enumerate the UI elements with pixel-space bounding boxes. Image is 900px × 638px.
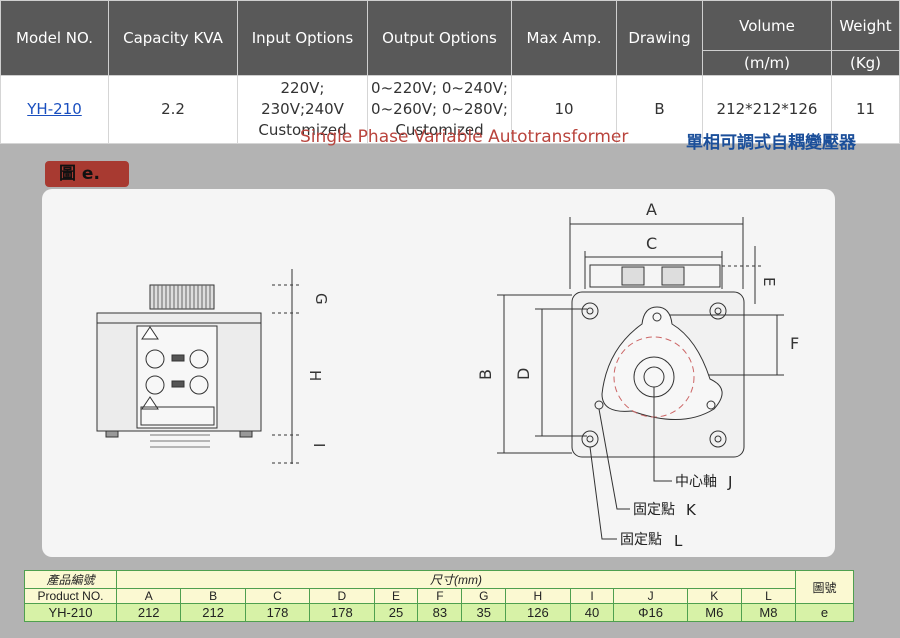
label-f: F bbox=[790, 334, 799, 353]
output-line: 0~220V; 0~240V; bbox=[371, 79, 508, 97]
label-h: H bbox=[306, 370, 324, 381]
figure-cell: e bbox=[795, 603, 854, 622]
dim-value: M6 bbox=[686, 603, 742, 622]
label-k: K bbox=[686, 501, 697, 519]
product-cell: YH-210 bbox=[24, 603, 117, 622]
header-input: Input Options bbox=[237, 0, 368, 76]
spec-table: Model NO. Capacity KVA Input Options Out… bbox=[0, 0, 900, 144]
drawing-svg: G H I bbox=[96, 200, 799, 550]
dim-value: 212 bbox=[115, 603, 182, 622]
callout-fix-point-k: 固定點 bbox=[633, 502, 675, 518]
label-d: D bbox=[514, 368, 533, 380]
dim-col-head: D bbox=[309, 588, 375, 604]
model-link[interactable]: YH-210 bbox=[27, 100, 82, 118]
dim-value: 178 bbox=[309, 603, 375, 622]
header-capacity: Capacity KVA bbox=[108, 0, 238, 76]
capacity-cell: 2.2 bbox=[108, 75, 238, 144]
header-weight-unit: (Kg) bbox=[831, 50, 900, 76]
header-weight: Weight bbox=[831, 0, 900, 51]
table-row: YH-210 212 212 178 178 25 83 35 126 40 Φ… bbox=[24, 603, 854, 622]
fig-head: 圖號 bbox=[795, 570, 854, 604]
output-line: 0~260V; 0~280V; bbox=[371, 100, 508, 118]
label-j: J bbox=[727, 473, 732, 491]
dim-col-head: C bbox=[244, 588, 311, 604]
label-g: G bbox=[312, 293, 330, 305]
dim-value: 40 bbox=[569, 603, 615, 622]
input-line: 230V;240V bbox=[261, 100, 344, 118]
callout-center-shaft: 中心軸 bbox=[675, 474, 717, 490]
size-head: 尺寸(mm) bbox=[116, 570, 796, 589]
dim-col-head: G bbox=[461, 588, 507, 604]
dim-value: 126 bbox=[505, 603, 571, 622]
header-model: Model NO. bbox=[0, 0, 109, 76]
header-volume: Volume bbox=[702, 0, 832, 51]
dim-col-head: I bbox=[569, 588, 615, 604]
chinese-title: 單相可調式自耦變壓器 bbox=[686, 133, 856, 153]
dim-value: 212 bbox=[180, 603, 246, 622]
weight-cell: 11 bbox=[831, 75, 900, 144]
dim-col-head: L bbox=[740, 588, 797, 604]
label-i: I bbox=[310, 443, 328, 447]
col-head-product-zh: 產品編號 bbox=[24, 570, 117, 589]
header-volume-unit: (m/m) bbox=[702, 50, 832, 76]
dim-col-head: F bbox=[417, 588, 463, 604]
label-a: A bbox=[646, 200, 657, 219]
label-c: C bbox=[646, 234, 657, 253]
header-max-amp: Max Amp. bbox=[511, 0, 617, 76]
dim-col-head: B bbox=[180, 588, 246, 604]
dim-col-head: K bbox=[686, 588, 742, 604]
top-view bbox=[497, 217, 784, 540]
output-line: Customized bbox=[395, 121, 484, 139]
english-title: Single Phase Variable Autotransformer bbox=[300, 127, 629, 147]
front-view bbox=[96, 269, 302, 464]
input-line: Customized bbox=[258, 121, 347, 139]
dim-value: Φ16 bbox=[613, 603, 688, 622]
dim-value: 25 bbox=[373, 603, 419, 622]
dim-col-head: A bbox=[115, 588, 182, 604]
technical-drawing: G H I bbox=[42, 189, 835, 557]
header-output: Output Options bbox=[367, 0, 512, 76]
input-line: 220V; bbox=[280, 79, 325, 97]
dim-col-head: H bbox=[505, 588, 571, 604]
col-head-product-en: Product NO. bbox=[24, 588, 117, 604]
label-l: L bbox=[674, 532, 683, 550]
front-panel bbox=[136, 325, 218, 429]
dim-value: 83 bbox=[417, 603, 463, 622]
dim-value: 178 bbox=[244, 603, 311, 622]
dim-col-head: J bbox=[613, 588, 688, 604]
drawing-cell: B bbox=[616, 75, 703, 144]
dim-col-head: E bbox=[373, 588, 419, 604]
dim-value: 35 bbox=[461, 603, 507, 622]
output-cell: 0~220V; 0~240V; 0~260V; 0~280V; Customiz… bbox=[367, 75, 512, 144]
callout-fix-point-l: 固定點 bbox=[620, 532, 662, 548]
dim-value: M8 bbox=[740, 603, 797, 622]
figure-tab: 圖 e. bbox=[45, 161, 129, 187]
dimension-table: 產品編號 尺寸(mm) 圖號 Product NO. A B C D E F G… bbox=[24, 570, 854, 622]
label-b: B bbox=[476, 369, 495, 380]
header-drawing: Drawing bbox=[616, 0, 703, 76]
max-amp-cell: 10 bbox=[511, 75, 617, 144]
label-e: E bbox=[760, 277, 778, 286]
volume-cell: 212*212*126 bbox=[702, 75, 832, 144]
table-row: YH-210 2.2 220V; 230V;240V Customized 0~… bbox=[0, 75, 900, 144]
